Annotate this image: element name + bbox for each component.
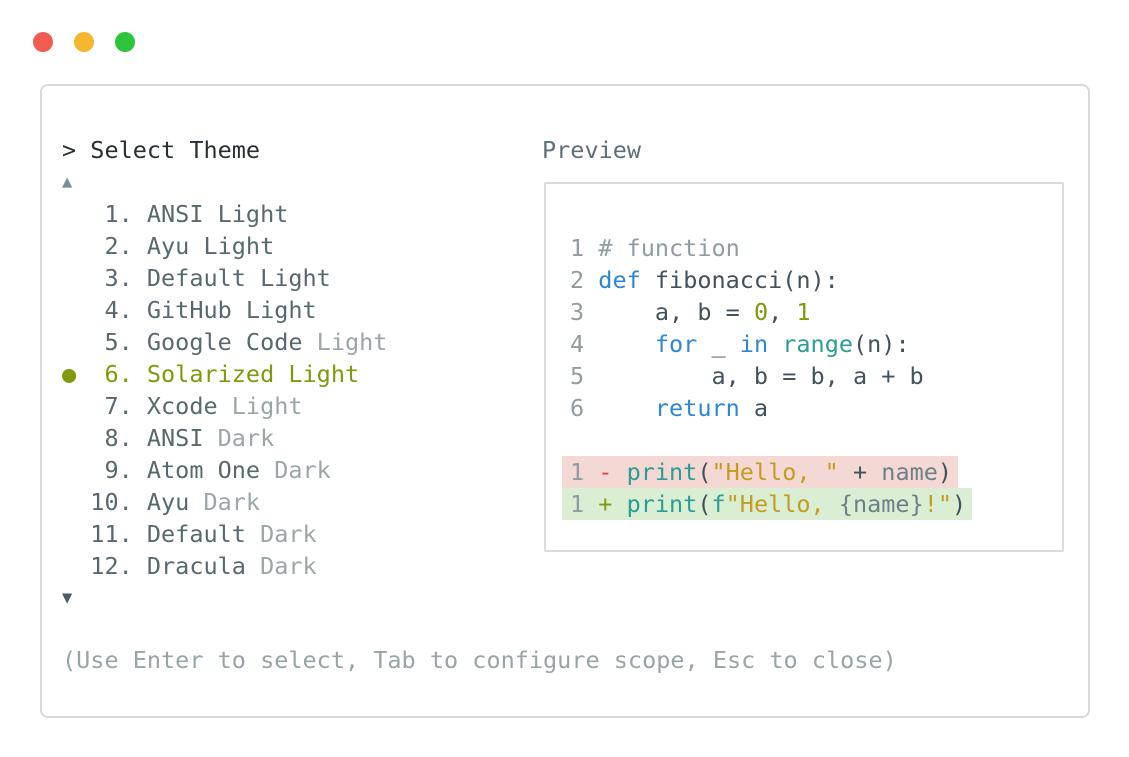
option-name: ANSI xyxy=(146,200,204,228)
option-variant: Light xyxy=(189,232,275,260)
option-name: GitHub xyxy=(146,296,232,324)
code-preview-panel: 1 # function 2 def fibonacci(n): 3 a, b … xyxy=(544,182,1064,552)
option-prefix: 7. xyxy=(62,392,147,420)
option-variant: Light xyxy=(245,264,331,292)
minimize-button[interactable] xyxy=(74,32,94,52)
select-theme-prompt: > Select Theme xyxy=(62,134,260,166)
option-name: Solarized xyxy=(146,360,275,388)
option-prefix: 9. xyxy=(62,456,147,484)
theme-picker-window: > Select Theme Preview ▲ 1. ANSI Light 2… xyxy=(40,84,1090,718)
code-line-1: 1 # function xyxy=(570,234,740,262)
diff-added-line: 1 + print(f"Hello, {name}!") xyxy=(562,488,973,520)
option-prefix: 2. xyxy=(62,232,147,260)
option-variant: Light xyxy=(302,328,388,356)
option-name: Ayu xyxy=(146,488,190,516)
theme-option-default-dark[interactable]: 11. Default Dark xyxy=(62,518,317,550)
code-line-3: 3 a, b = 0, 1 xyxy=(570,298,811,326)
keyboard-help-text: (Use Enter to select, Tab to configure s… xyxy=(62,646,897,674)
option-name: Google Code xyxy=(146,328,303,356)
theme-option-ansi-light[interactable]: 1. ANSI Light xyxy=(62,198,288,230)
option-name: Xcode xyxy=(146,392,218,420)
theme-option-dracula-dark[interactable]: 12. Dracula Dark xyxy=(62,550,317,582)
option-name: ANSI xyxy=(146,424,204,452)
code-line-4: 4 for _ in range(n): xyxy=(570,330,910,358)
option-name: Dracula xyxy=(146,552,246,580)
option-variant: Light xyxy=(274,360,360,388)
theme-option-atom-one-dark[interactable]: 9. Atom One Dark xyxy=(62,454,331,486)
theme-option-default-light[interactable]: 3. Default Light xyxy=(62,262,331,294)
theme-option-google-code-light[interactable]: 5. Google Code Light xyxy=(62,326,387,358)
option-variant: Light xyxy=(231,296,317,324)
theme-option-xcode-light[interactable]: 7. Xcode Light xyxy=(62,390,303,422)
close-button[interactable] xyxy=(33,32,53,52)
theme-option-ansi-dark[interactable]: 8. ANSI Dark xyxy=(62,422,274,454)
option-prefix: 3. xyxy=(62,264,147,292)
option-variant: Dark xyxy=(245,552,317,580)
page-title: Select Theme xyxy=(90,136,261,164)
option-variant: Light xyxy=(217,392,303,420)
option-name: Default xyxy=(146,520,246,548)
option-prefix: 1. xyxy=(62,200,147,228)
option-name: Default xyxy=(146,264,246,292)
preview-panel-label: Preview xyxy=(542,136,642,164)
theme-option-ayu-light[interactable]: 2. Ayu Light xyxy=(62,230,274,262)
zoom-button[interactable] xyxy=(115,32,135,52)
option-prefix: 12. xyxy=(62,552,147,580)
scroll-up-indicator[interactable]: ▲ xyxy=(62,172,73,192)
option-prefix: 10. xyxy=(62,488,147,516)
option-variant: Dark xyxy=(189,488,261,516)
option-variant: Dark xyxy=(203,424,275,452)
selected-indicator: ● 6. xyxy=(62,360,147,388)
option-name: Atom One xyxy=(146,456,261,484)
theme-option-github-light[interactable]: 4. GitHub Light xyxy=(62,294,317,326)
scroll-down-indicator[interactable]: ▼ xyxy=(62,588,73,608)
option-prefix: 11. xyxy=(62,520,147,548)
option-variant: Dark xyxy=(260,456,331,484)
prompt-caret: > xyxy=(62,136,91,164)
diff-removed-line: 1 - print("Hello, " + name) xyxy=(562,456,959,488)
code-line-2: 2 def fibonacci(n): xyxy=(570,266,839,294)
code-line-6: 6 return a xyxy=(570,394,769,422)
option-prefix: 4. xyxy=(62,296,147,324)
option-name: Ayu xyxy=(146,232,190,260)
option-prefix: 8. xyxy=(62,424,147,452)
option-prefix: 5. xyxy=(62,328,147,356)
option-variant: Dark xyxy=(245,520,317,548)
theme-option-ayu-dark[interactable]: 10. Ayu Dark xyxy=(62,486,260,518)
option-variant: Light xyxy=(203,200,289,228)
code-line-5: 5 a, b = b, a + b xyxy=(570,362,924,390)
theme-option-solarized-light-selected[interactable]: ● 6. Solarized Light xyxy=(62,358,359,390)
